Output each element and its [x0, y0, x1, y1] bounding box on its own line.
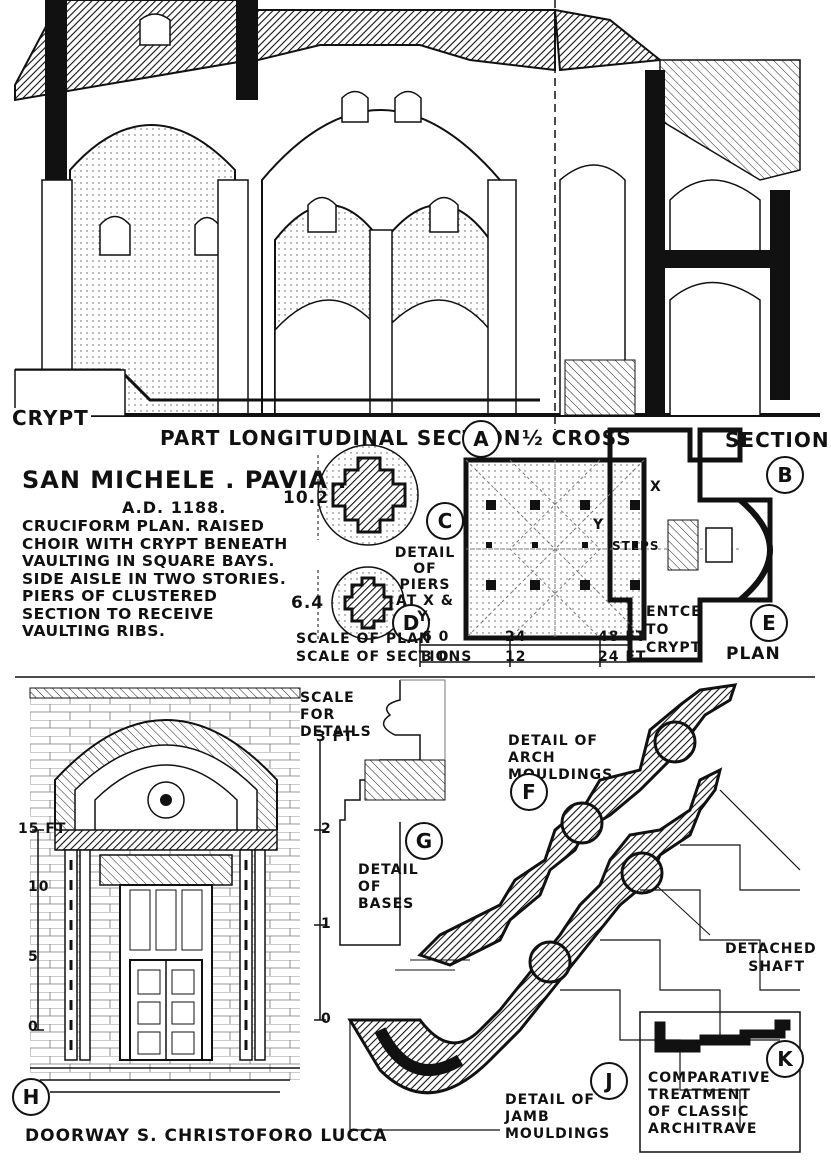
pier-detail-label: DETAIL OF PIERS AT X & Y. — [394, 545, 456, 625]
detached-shaft-label: DETACHED SHAFT — [725, 941, 817, 975]
plan-steps-label: STEPS — [612, 539, 660, 553]
door-scale-tick-3: 0 — [28, 1019, 39, 1035]
scale-bars — [419, 639, 630, 667]
pier-c-dimension: 10.2 — [283, 488, 329, 508]
half-cross-label: ½ CROSS — [522, 426, 632, 450]
cross-section-label: SECTION — [725, 428, 830, 452]
jamb-moulding-drawing — [347, 767, 801, 1131]
marker-b: B — [766, 456, 804, 494]
plan-x-label: X — [650, 479, 662, 495]
plan-label: PLAN — [726, 644, 781, 664]
marker-h: H — [12, 1078, 50, 1116]
scale-sections-tick-0: 3 0 — [422, 649, 450, 665]
arch-mouldings-label: DETAIL OF ARCH MOULDINGS — [508, 733, 614, 783]
doorway-label: DOORWAY S. CHRISTOFORO LUCCA — [25, 1126, 388, 1146]
bases-label: DETAIL OF BASES — [358, 862, 419, 912]
base-detail-drawing — [314, 679, 446, 1021]
marker-g: G — [405, 822, 443, 860]
scale-sections-tick-2: 24 FT — [598, 649, 647, 665]
details-scale-tick-2: 1 — [321, 916, 332, 932]
scale-sections-tick-1: 12 — [505, 649, 527, 665]
sheet-description: CRUCIFORM PLAN. RAISED CHOIR WITH CRYPT … — [22, 517, 288, 640]
jamb-mouldings-label: DETAIL OF JAMB MOULDINGS — [505, 1092, 611, 1142]
marker-c: C — [426, 502, 464, 540]
pier-d-dimension: 6.4 — [291, 593, 325, 613]
architrave-detail-drawing — [639, 1011, 801, 1153]
longitudinal-section-label: PART LONGITUDINAL SECTION — [160, 426, 522, 450]
scale-plan-tick-0: 6 0 — [422, 629, 450, 645]
sheet-title: SAN MICHELE . PAVIA . — [22, 466, 348, 494]
plan-y-label: Y — [593, 517, 605, 533]
plan-entrance-label: ENTCE TO CRYPT — [646, 604, 702, 656]
door-scale-tick-1: 10 — [28, 879, 50, 895]
pier-details-drawing — [317, 444, 419, 640]
marker-j: J — [590, 1062, 628, 1100]
marker-k: K — [766, 1040, 804, 1078]
scale-of-plan-label: SCALE OF PLAN — [296, 631, 432, 647]
scale-plan-tick-2: 48 FT — [598, 629, 647, 645]
marker-a: A — [462, 420, 500, 458]
marker-d: D — [392, 604, 430, 642]
sheet-date: A.D. 1188. — [122, 498, 227, 517]
door-scale-tick-2: 5 — [28, 949, 39, 965]
crypt-label: CRYPT — [10, 406, 91, 430]
details-scale-tick-3: 0 — [321, 1011, 332, 1027]
floor-plan-drawing — [463, 427, 773, 663]
details-scale-tick-1: 2 — [321, 821, 332, 837]
scale-of-sections-label: SCALE OF SECTIONS — [296, 649, 473, 665]
architrave-label: COMPARATIVE TREATMENT OF CLASSIC ARCHITR… — [648, 1070, 771, 1137]
longitudinal-section-drawing — [14, 0, 820, 430]
scale-plan-tick-1: 24 — [505, 629, 527, 645]
door-scale-tick-0: 15 FT — [18, 821, 67, 837]
doorway-elevation-drawing — [29, 687, 301, 1093]
arch-moulding-drawing — [395, 683, 738, 971]
marker-e: E — [750, 604, 788, 642]
details-scale-label: SCALE FOR DETAILS — [300, 690, 372, 740]
details-scale-tick-0: 3 FT — [316, 729, 354, 745]
marker-f: F — [510, 773, 548, 811]
